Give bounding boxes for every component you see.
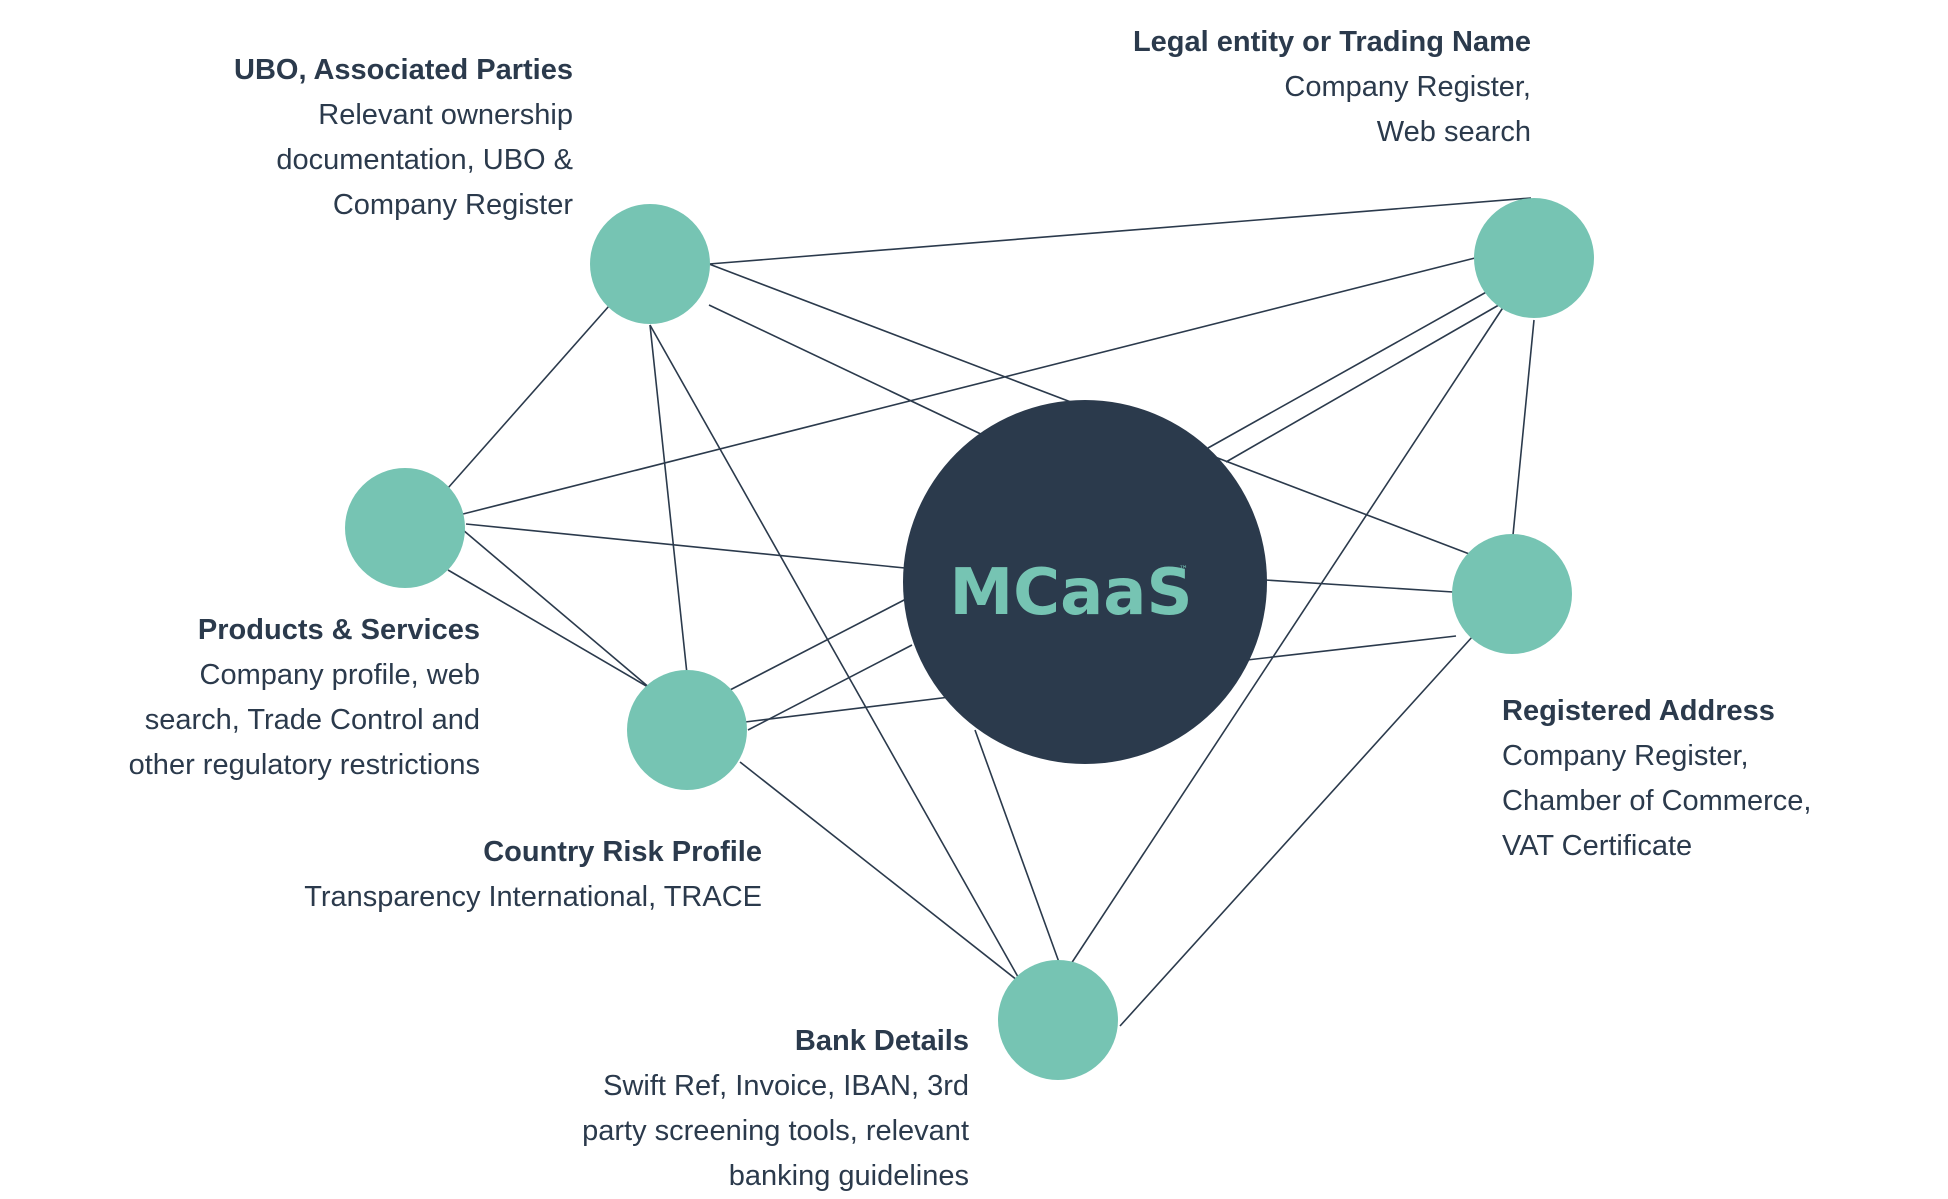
node-legal-entity <box>1474 198 1594 318</box>
node-title: Legal entity or Trading Name <box>1132 26 1531 58</box>
node-registered-address <box>1452 534 1572 654</box>
link-products-country-risk-a <box>462 529 652 690</box>
link-legal-entity-bank-details <box>1066 305 1505 971</box>
node-products-services <box>345 468 465 588</box>
label-registered-address: Registered Address Company Register, Cha… <box>1502 689 1811 869</box>
link-ubo-country-risk <box>649 324 688 675</box>
node-title: Products & Services <box>197 614 480 646</box>
node-title: Bank Details <box>794 1025 969 1057</box>
link-ubo-bank-details <box>649 324 1023 985</box>
link-ubo-products-services <box>447 305 610 489</box>
link-ubo-hub <box>708 304 986 437</box>
hub-label: MCaaS <box>949 556 1192 630</box>
link-registered-address-bank-details <box>1119 635 1474 1027</box>
node-bank-details <box>998 960 1118 1080</box>
link-legal-entity-hub-b <box>1225 301 1505 463</box>
link-legal-entity-hub-a <box>1207 289 1491 449</box>
label-ubo: UBO, Associated Parties Relevant ownersh… <box>234 48 573 228</box>
hub-trademark: ™ <box>1179 565 1188 575</box>
node-title: UBO, Associated Parties <box>234 54 573 86</box>
link-country-risk-bank-details <box>739 761 1023 985</box>
label-country-risk: Country Risk Profile Transparency Intern… <box>304 830 762 920</box>
label-legal-entity: Legal entity or Trading Name Company Reg… <box>1133 20 1531 155</box>
link-country-risk-hub-a <box>729 597 909 691</box>
label-bank-details: Bank Details Swift Ref, Invoice, IBAN, 3… <box>582 1019 969 1199</box>
link-products-hub <box>465 523 906 569</box>
link-hub-registered-address <box>1264 579 1454 593</box>
node-description: Relevant ownership documentation, UBO & … <box>276 99 573 221</box>
node-country-risk <box>627 670 747 790</box>
link-hub-registered-address-b <box>1246 635 1457 661</box>
link-country-risk-hub-c <box>744 696 951 723</box>
label-products-services: Products & Services Company profile, web… <box>129 608 480 788</box>
node-title: Registered Address <box>1502 695 1775 727</box>
node-description: Transparency International, TRACE <box>304 881 762 913</box>
link-products-legal-entity <box>462 257 1476 515</box>
node-title: Country Risk Profile <box>483 836 762 868</box>
link-products-country-risk-b <box>447 569 649 688</box>
connection-lines <box>447 197 1535 1027</box>
hub-circle <box>903 400 1267 764</box>
node-description: Company Register, Web search <box>1284 71 1531 148</box>
node-ubo <box>590 204 710 324</box>
node-description: Company Register, Chamber of Commerce, V… <box>1502 740 1812 862</box>
link-ubo-legal-entity <box>708 197 1532 265</box>
link-legal-entity-registered-address <box>1512 319 1535 536</box>
link-country-risk-hub-b <box>747 644 913 731</box>
link-hub-bank-details <box>974 729 1061 966</box>
node-description: Swift Ref, Invoice, IBAN, 3rd party scre… <box>582 1070 969 1192</box>
node-description: Company profile, web search, Trade Contr… <box>128 659 480 781</box>
